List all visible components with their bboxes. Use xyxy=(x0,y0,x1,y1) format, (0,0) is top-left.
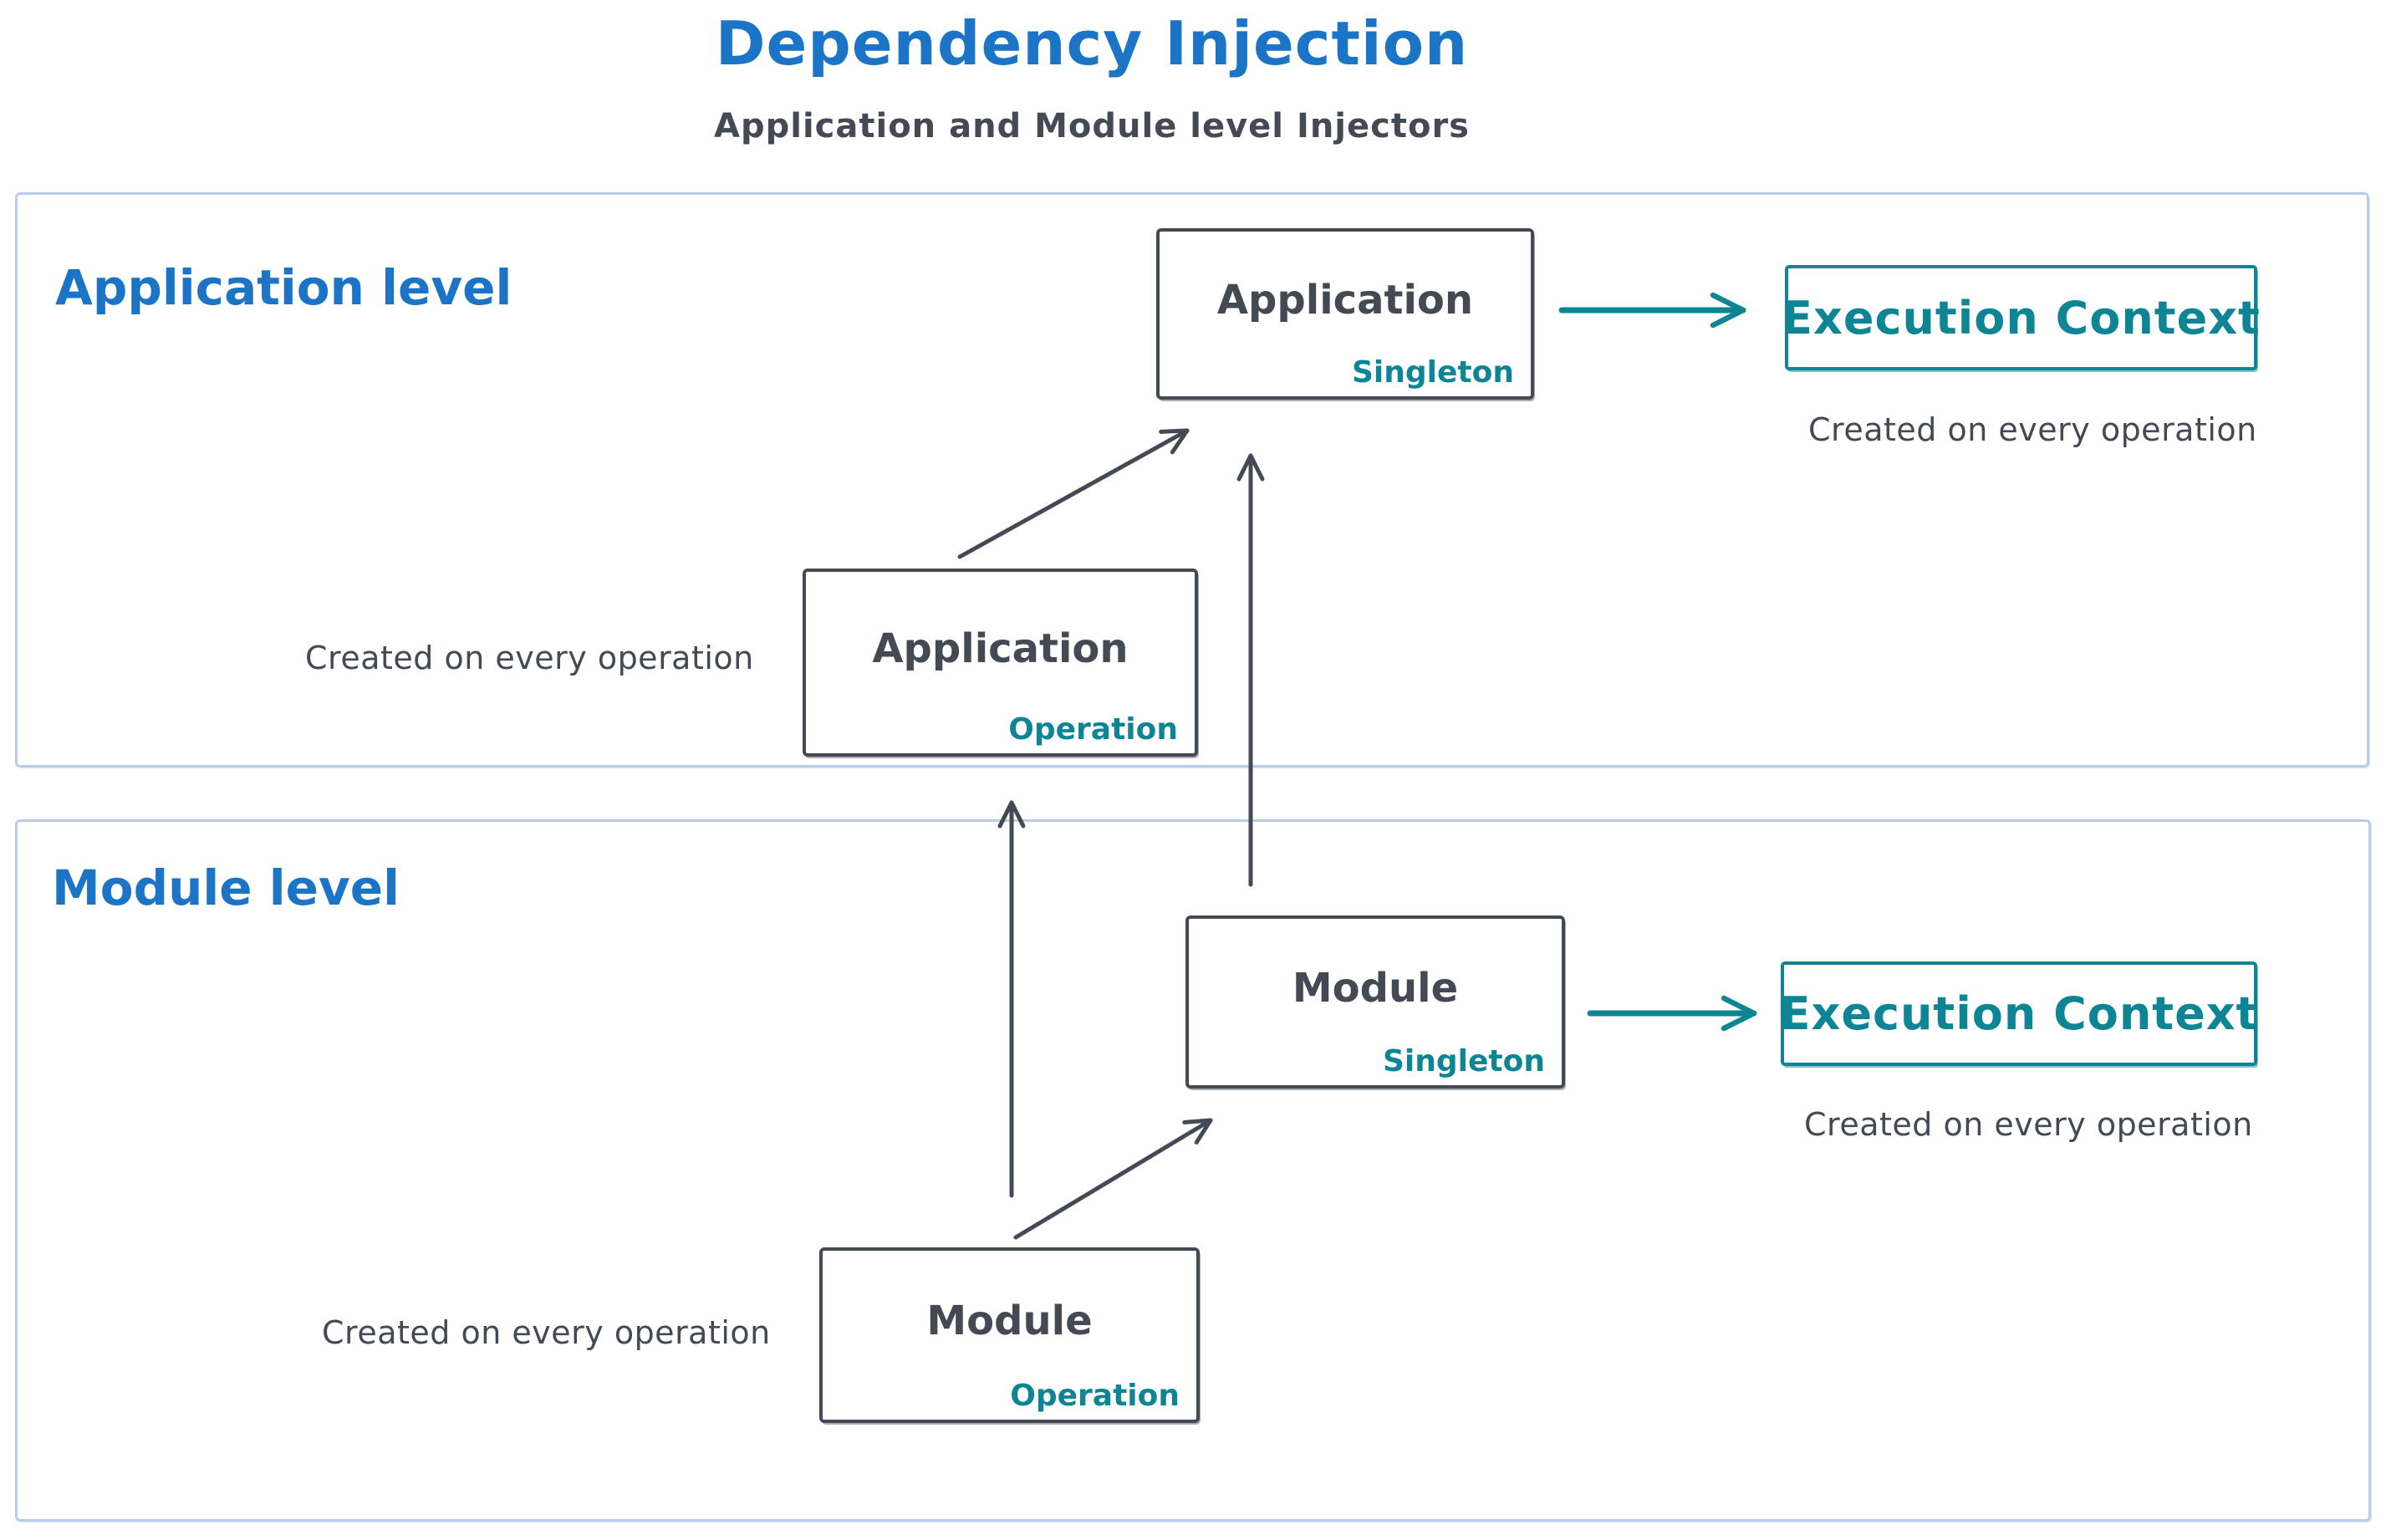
module-operation-box: Module Operation xyxy=(819,1247,1200,1423)
application-execution-context-caption: Created on every operation xyxy=(1808,411,2257,448)
page-subtitle: Application and Module level Injectors xyxy=(714,107,1470,145)
application-operation-caption: Created on every operation xyxy=(305,640,754,676)
page-title: Dependency Injection xyxy=(715,8,1469,79)
application-singleton-box: Application Singleton xyxy=(1156,228,1534,400)
application-singleton-scope-label: Singleton xyxy=(1352,355,1514,390)
module-operation-scope-label: Operation xyxy=(1010,1379,1180,1413)
module-singleton-scope-label: Singleton xyxy=(1383,1044,1545,1079)
application-operation-box: Application Operation xyxy=(803,569,1198,757)
module-singleton-box: Module Singleton xyxy=(1185,915,1565,1089)
module-execution-context-label: Execution Context xyxy=(1779,987,2259,1040)
module-level-label: Module level xyxy=(52,859,400,916)
module-operation-title: Module xyxy=(926,1298,1093,1344)
module-singleton-title: Module xyxy=(1292,964,1459,1012)
module-execution-context-caption: Created on every operation xyxy=(1804,1106,2253,1143)
application-operation-scope-label: Operation xyxy=(1008,712,1178,747)
module-operation-caption: Created on every operation xyxy=(322,1314,771,1351)
application-operation-title: Application xyxy=(872,625,1129,672)
application-execution-context-label: Execution Context xyxy=(1782,291,2261,344)
application-level-label: Application level xyxy=(55,259,512,316)
module-execution-context-box: Execution Context xyxy=(1779,961,2259,1066)
application-execution-context-box: Execution Context xyxy=(1782,265,2260,370)
module-level-region xyxy=(15,819,2371,1522)
application-level-region xyxy=(15,192,2369,767)
application-singleton-title: Application xyxy=(1216,276,1474,324)
